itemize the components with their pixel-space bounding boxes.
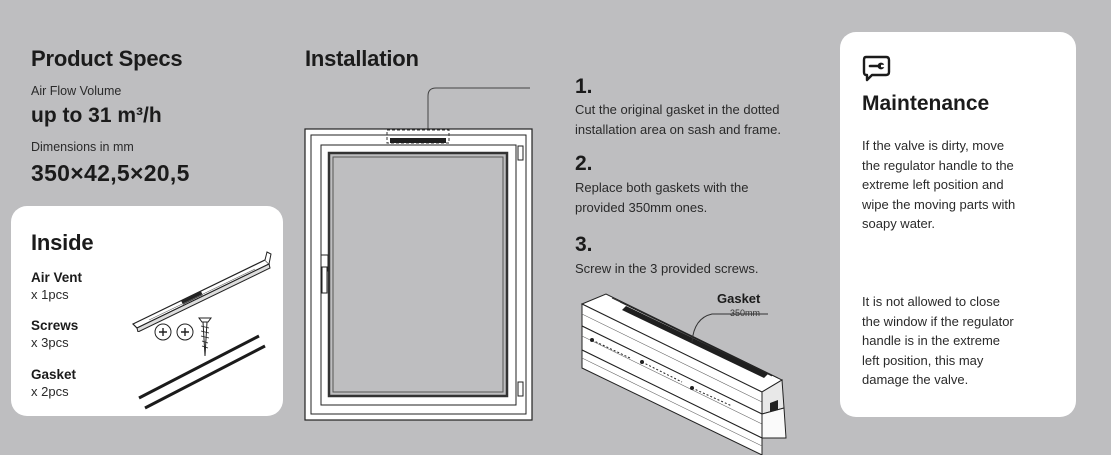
gasket-diagram-label: Gasket <box>717 291 761 306</box>
maintenance-p1-line: the regulator handle to the <box>862 157 1014 173</box>
item-air-vent-name: Air Vent <box>31 270 83 285</box>
maintenance-p1-line: soapy water. <box>862 216 935 231</box>
inside-card: Inside Air Vent x 1pcs Screws x 3pcs Gas… <box>11 206 283 416</box>
maintenance-card: Maintenance If the valve is dirty, move … <box>840 32 1076 417</box>
maintenance-p2-line: It is not allowed to close <box>862 294 1001 309</box>
gasket-illustration <box>138 334 266 410</box>
maintenance-p2-line: damage the valve. <box>862 372 969 387</box>
item-air-vent-qty: x 1pcs <box>31 287 69 302</box>
maintenance-p2-line: left position, this may <box>862 352 984 368</box>
maintenance-paragraph-1: If the valve is dirty, move the regulato… <box>862 136 1015 234</box>
step-1-line-1: Cut the original gasket in the dotted <box>575 102 780 117</box>
step-3-line-1: Screw in the 3 provided screws. <box>575 261 759 276</box>
airflow-value: up to 31 m³/h <box>31 104 162 127</box>
air-vent-illustration <box>131 251 272 332</box>
item-screws-name: Screws <box>31 318 79 333</box>
step-2-number: 2. <box>575 152 593 175</box>
step-1-line-2: installation area on sash and frame. <box>575 122 781 137</box>
step-1-number: 1. <box>575 75 593 98</box>
maintenance-p2-line: handle is in the extreme <box>862 333 1001 348</box>
item-gasket-qty: x 2pcs <box>31 384 69 399</box>
dimensions-value: 350×42,5×20,5 <box>31 160 190 186</box>
profile-diagram <box>580 293 787 455</box>
screws-illustration <box>154 317 212 357</box>
maintenance-title: Maintenance <box>862 92 990 115</box>
maintenance-p1-line: wipe the moving parts with <box>862 196 1016 212</box>
step-3-number: 3. <box>575 233 593 256</box>
maintenance-p1-line: extreme left position and <box>862 177 1004 192</box>
maintenance-paragraph-2: It is not allowed to close the window if… <box>862 292 1014 390</box>
dimensions-label: Dimensions in mm <box>31 140 134 154</box>
airflow-label: Air Flow Volume <box>31 84 122 98</box>
item-gasket-name: Gasket <box>31 367 77 382</box>
product-specs-title: Product Specs <box>31 46 183 71</box>
step-2-line-2: provided 350mm ones. <box>575 200 708 215</box>
installation-title: Installation <box>305 46 419 71</box>
item-screws-qty: x 3pcs <box>31 335 69 350</box>
wrench-chat-icon <box>862 55 891 82</box>
gasket-diagram-sublabel: 350mm <box>730 308 761 318</box>
inside-title: Inside <box>31 230 94 255</box>
step-2-line-1: Replace both gaskets with the <box>575 180 749 195</box>
maintenance-p2-line: the window if the regulator <box>862 313 1014 329</box>
window-diagram <box>304 87 533 421</box>
maintenance-p1-line: If the valve is dirty, move <box>862 138 1005 153</box>
